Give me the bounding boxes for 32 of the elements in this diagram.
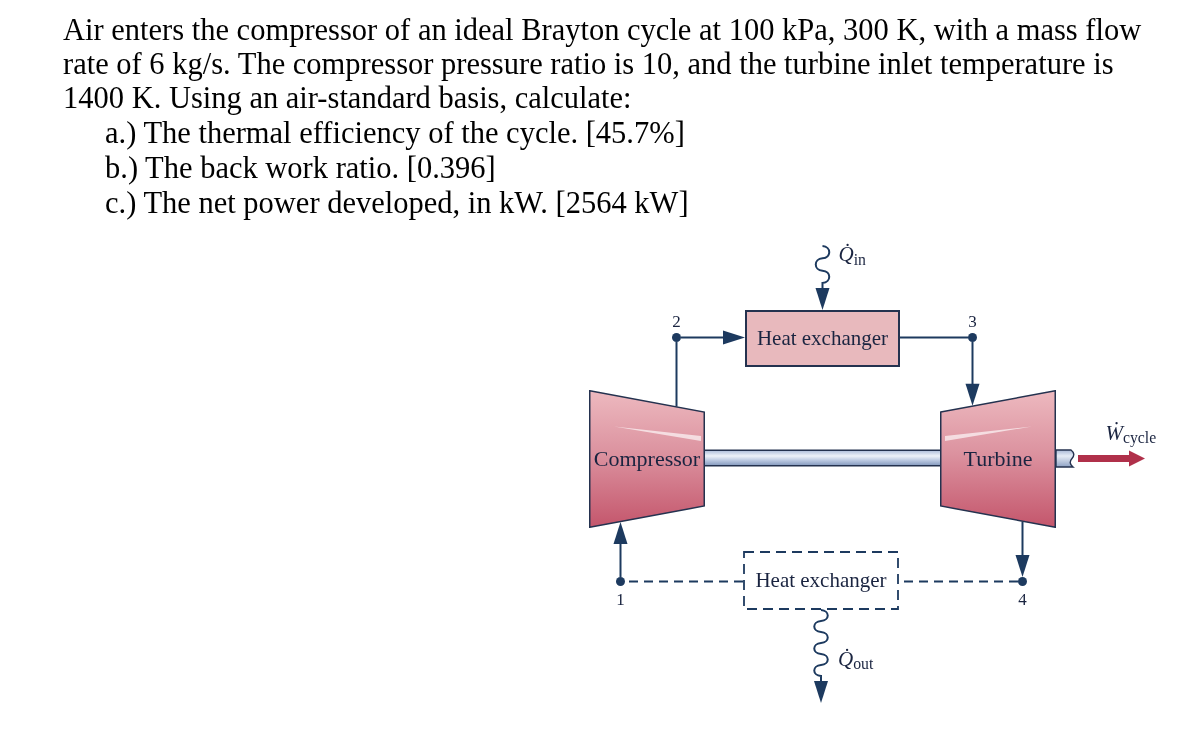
state-number: 4 [1017,591,1028,608]
question-item: b.) The back work ratio. [0.396] [105,151,496,186]
flow-arrow [965,341,980,406]
node-label: Heat exchanger [756,328,889,349]
flow-arrow [680,330,745,345]
shaft-end [1056,449,1078,468]
node-label: Heat exchanger [755,570,887,591]
flow-line [899,336,969,339]
heat-exchanger-boundary [743,551,899,610]
state-point-icon [616,577,625,586]
node-label: Compressor [593,448,701,470]
compressor [589,390,705,528]
node-label: Turbine [963,448,1033,470]
heat-exchanger-box [745,310,900,367]
flow-arrow [1015,520,1030,577]
state-number: 2 [671,313,682,330]
question-item: c.) The net power developed, in kW. [2564 kW] [105,186,689,221]
state-point-icon [672,333,681,342]
state-point-icon [968,333,977,342]
heat-transfer-arrow [813,609,829,703]
shaft [705,449,940,467]
flow-arrow [613,522,628,578]
edge-label: Q̇$_{out}$ [838,648,874,670]
flow-line [675,341,678,408]
question-item: a.) The thermal efficiency of the cycle. [45.7%] [105,116,685,151]
state-number: 3 [967,313,978,330]
turbine [940,390,1056,528]
edge-label: Q̇$_{in}$ [838,244,866,265]
problem-statement: Air enters the compressor of an ideal Brayton cycle at 100 kPa, 300 K, with a mass flow rate of 6 kg/s. The compressor pressure ratio is 10, and the turbine inlet temperature is 1400 K. Using an air-standard basis, calculate: [63,13,1143,115]
heat-transfer-arrow [814,245,831,310]
state-number: 1 [615,591,626,608]
state-point-icon [1018,577,1027,586]
